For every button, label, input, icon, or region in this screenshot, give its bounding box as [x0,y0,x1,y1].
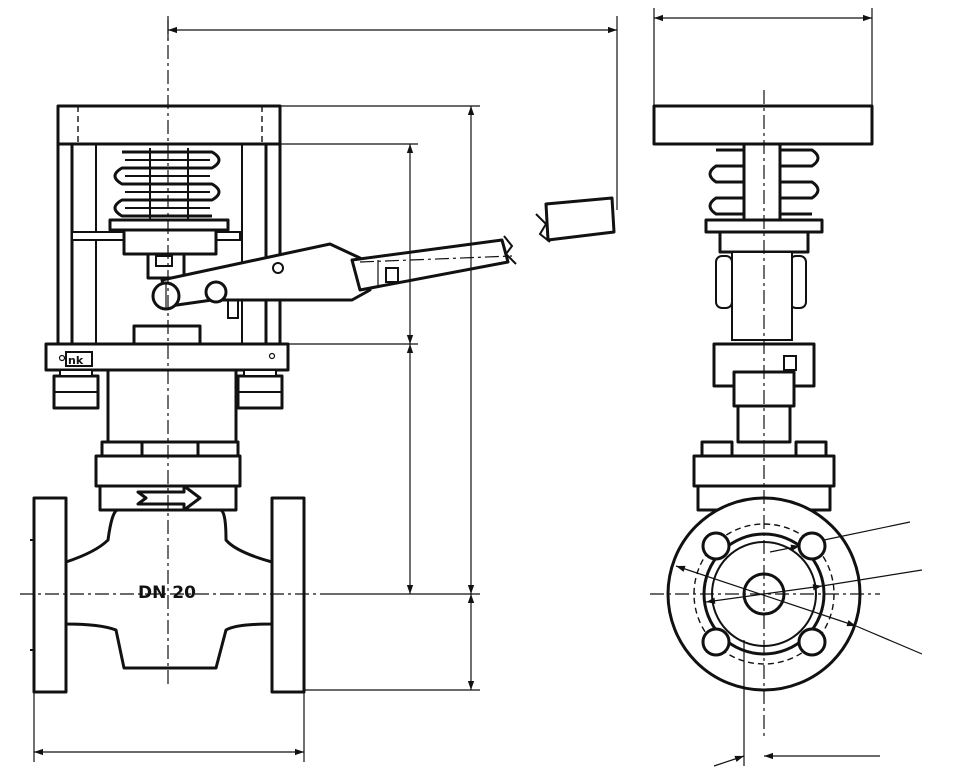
spring-seat [71,218,241,280]
nameplate-mark: nk [68,354,84,367]
yoke-plate: nk [44,324,290,410]
side-top-cap [652,104,874,146]
lever-centerline [359,255,513,263]
front-view: nk DN 20 [20,20,616,694]
spring [113,148,221,220]
valve-body: DN 20 [30,496,306,694]
side-view [650,90,880,740]
dimension-lines [33,8,923,767]
bonnet-neck [94,368,242,512]
body-size-label: DN 20 [138,583,196,603]
lever-arm [151,196,616,319]
